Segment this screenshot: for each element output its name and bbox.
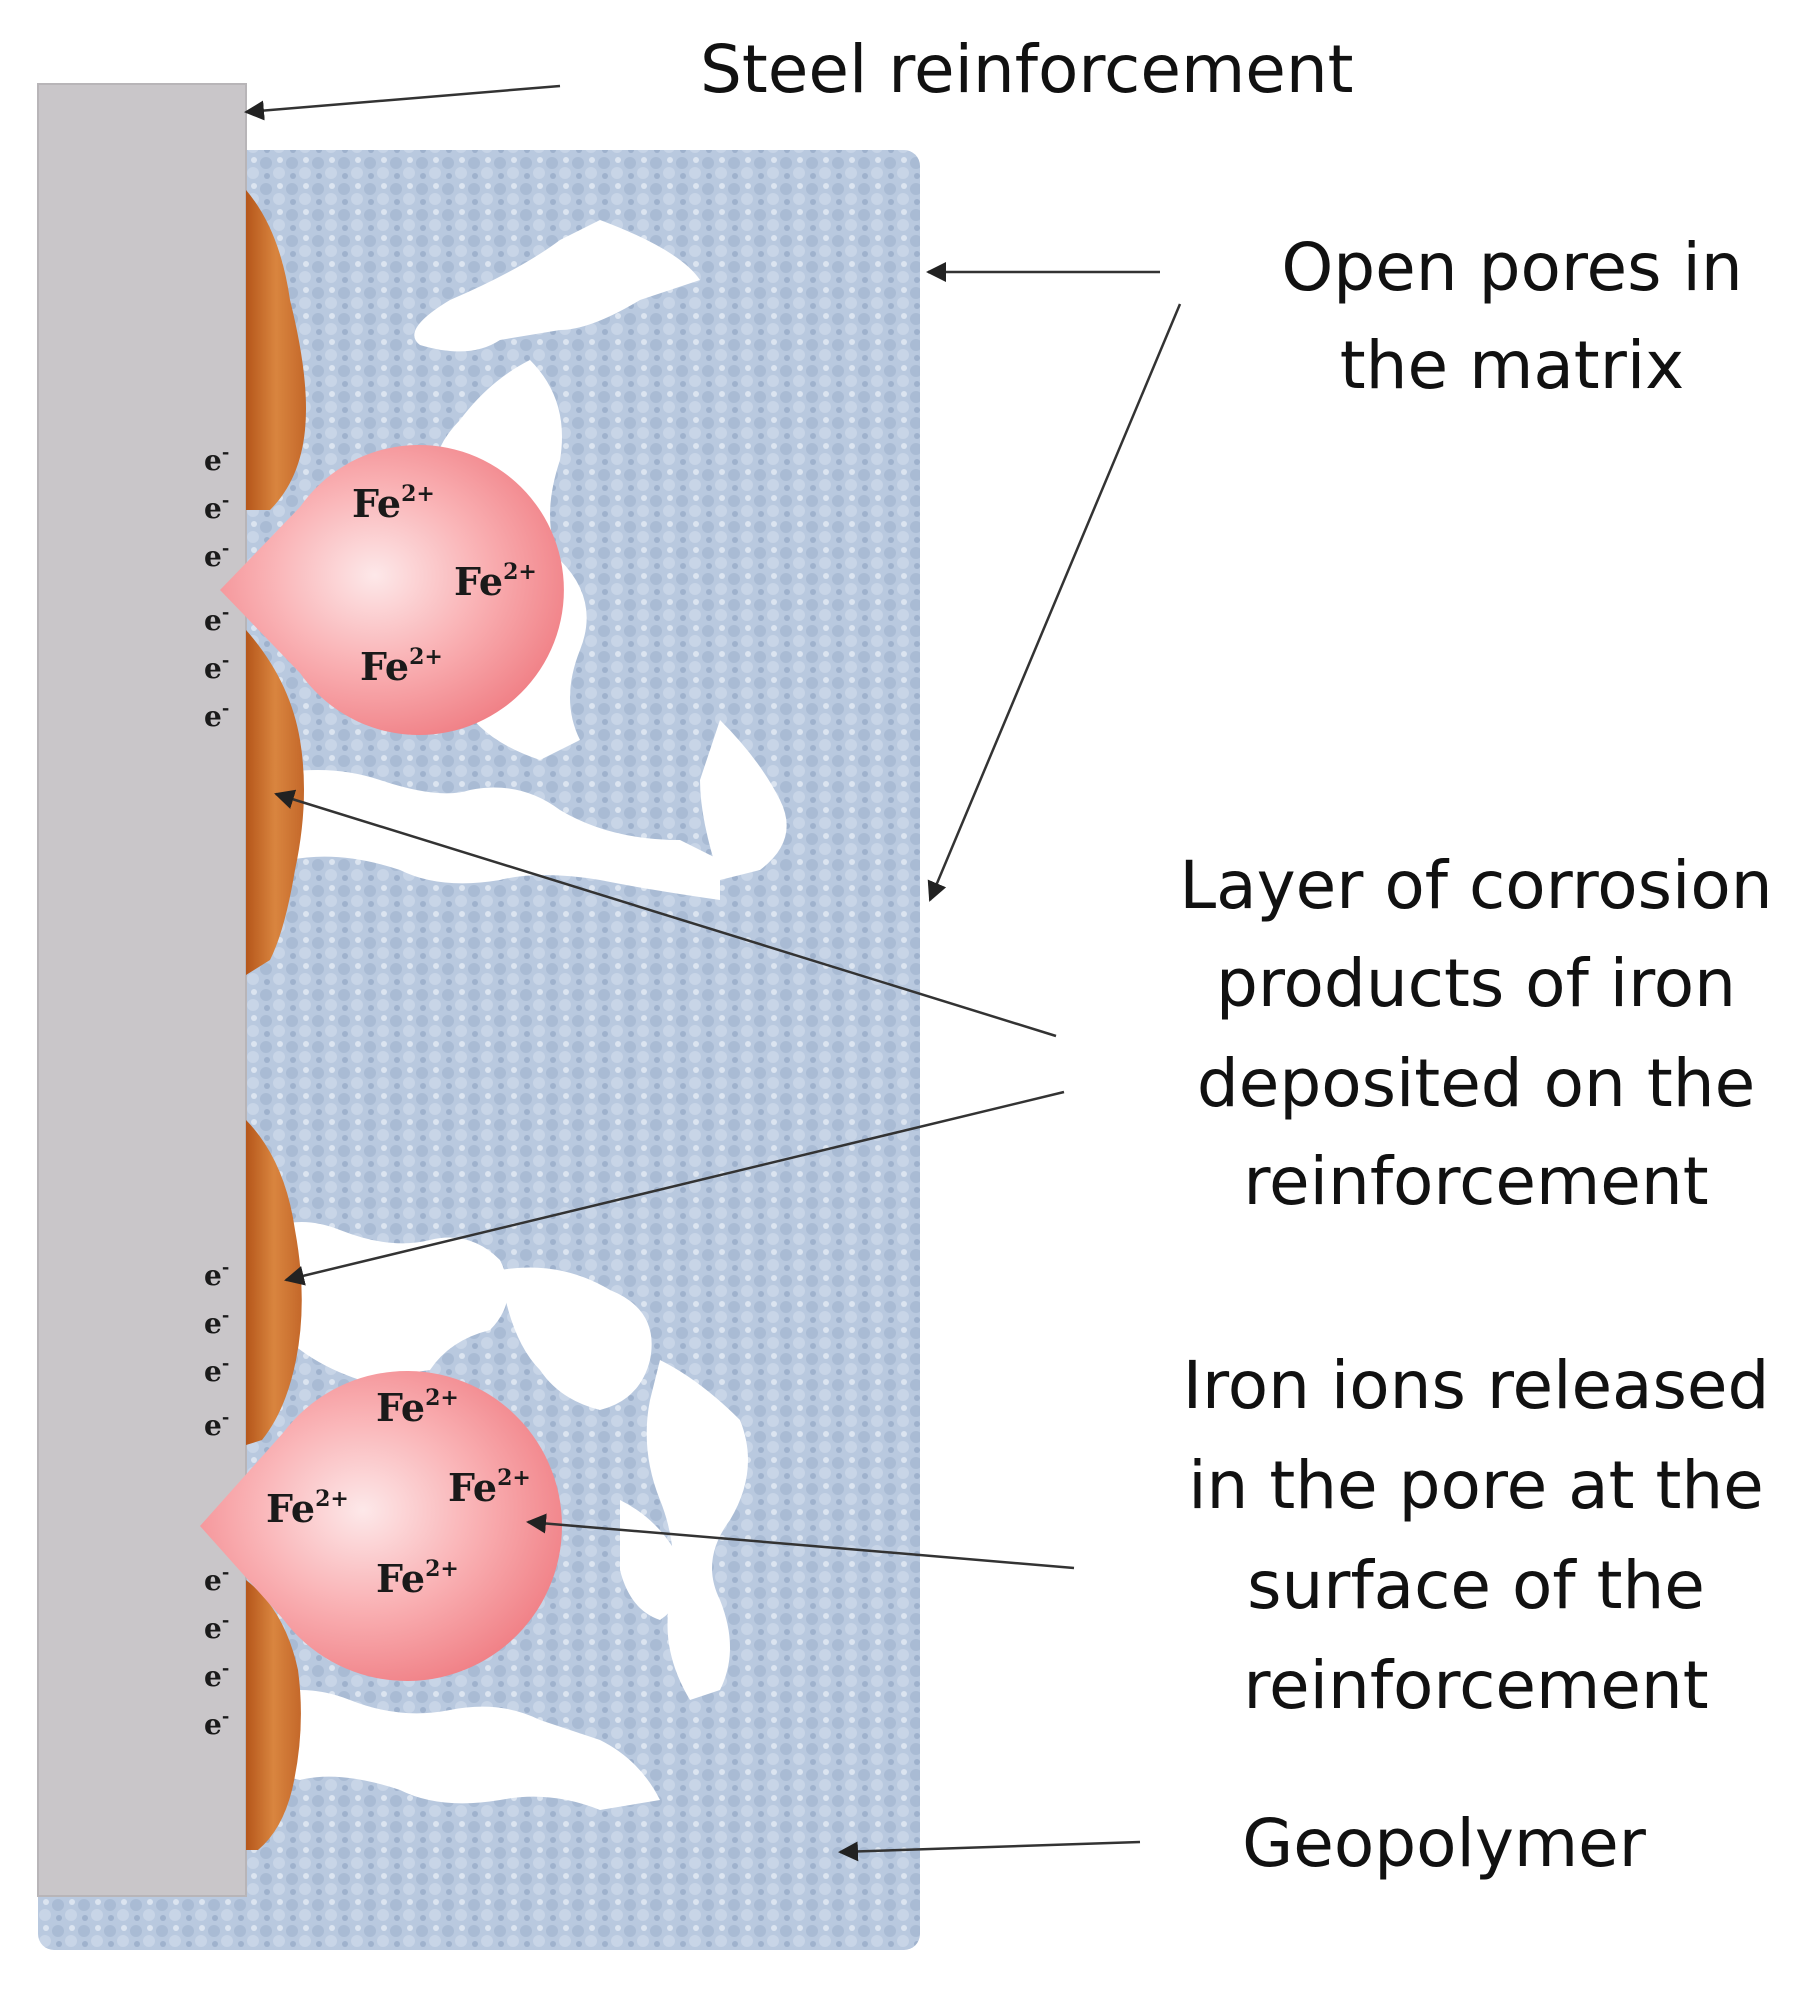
electron-label: e- <box>204 1706 229 1741</box>
electron-label: e- <box>204 602 229 637</box>
label-corrosion-line3: deposited on the <box>1197 1045 1755 1122</box>
fe-ion-label: Fe2+ <box>360 644 443 689</box>
arrow-corrosion-lower <box>284 1090 1065 1286</box>
fe-ion-label: Fe2+ <box>376 1385 459 1430</box>
electron-label: e- <box>204 1257 229 1292</box>
electron-label: e- <box>204 1562 229 1597</box>
label-geopolymer: Geopolymer <box>1242 1805 1647 1882</box>
electron-label: e- <box>204 1305 229 1340</box>
fe-ion-label: Fe2+ <box>454 559 537 604</box>
electron-label: e- <box>204 698 229 733</box>
fe-ions: Fe2+ Fe2+ Fe2+ Fe2+ Fe2+ Fe2+ Fe2+ <box>266 481 537 1601</box>
label-open-pores-line1: Open pores in <box>1281 229 1742 306</box>
label-corrosion-line2: products of iron <box>1216 945 1736 1022</box>
arrow-steel <box>244 84 561 121</box>
fe-ion-label: Fe2+ <box>352 481 435 526</box>
arrow-iron-ions <box>526 1513 1075 1570</box>
electron-label: e- <box>204 1353 229 1388</box>
label-corrosion-line4: reinforcement <box>1243 1143 1708 1220</box>
electron-label: e- <box>204 442 229 477</box>
electron-label: e- <box>204 1610 229 1645</box>
electron-label: e- <box>204 538 229 573</box>
label-ions-line2: in the pore at the <box>1188 1447 1764 1524</box>
iron-ion-droplet-lower <box>200 1371 562 1681</box>
electron-label: e- <box>204 1407 229 1442</box>
arrow-geopolymer <box>838 1840 1141 1862</box>
electron-label: e- <box>204 1658 229 1693</box>
label-ions-line3: surface of the <box>1247 1547 1705 1624</box>
fe-ion-label: Fe2+ <box>376 1556 459 1601</box>
arrow-corrosion-upper <box>274 789 1057 1038</box>
label-ions-line4: reinforcement <box>1243 1647 1708 1724</box>
fe-ion-label: Fe2+ <box>266 1486 349 1531</box>
electrons: e- e- e- e- e- e- e- e- e- e- e- e- e- e… <box>204 442 229 1741</box>
callout-labels: Steel reinforcement Open pores in the ma… <box>700 31 1773 1882</box>
label-corrosion-line1: Layer of corrosion <box>1179 847 1772 924</box>
arrow-pore-lower <box>927 303 1182 902</box>
leader-arrows <box>244 84 1182 1862</box>
electron-label: e- <box>204 490 229 525</box>
electron-label: e- <box>204 650 229 685</box>
fe-ion-label: Fe2+ <box>448 1465 531 1510</box>
label-ions-line1: Iron ions released <box>1183 1347 1770 1424</box>
steel-reinforcement <box>37 83 247 1897</box>
label-open-pores-line2: the matrix <box>1340 327 1684 404</box>
label-steel-reinforcement: Steel reinforcement <box>700 31 1354 108</box>
open-pores <box>247 220 787 1810</box>
iron-ion-droplet-upper <box>220 444 564 736</box>
